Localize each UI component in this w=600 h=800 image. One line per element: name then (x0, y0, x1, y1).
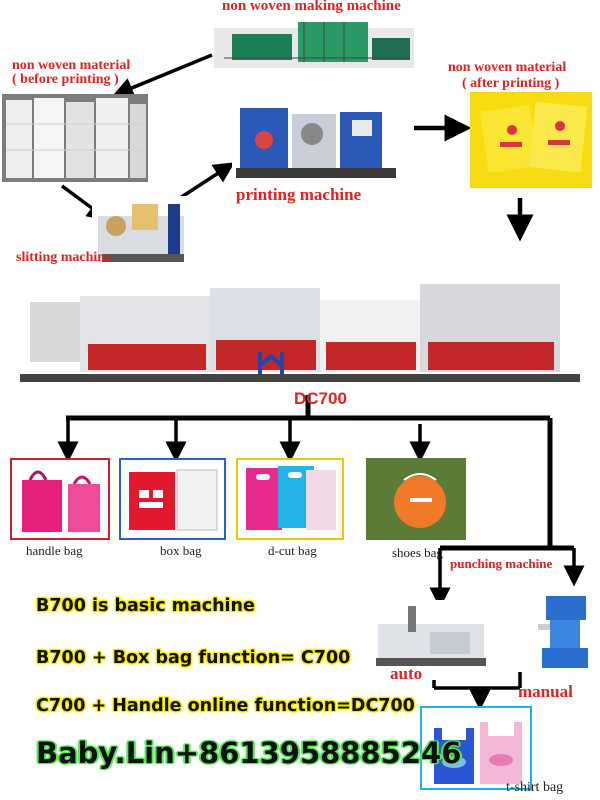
making-machine-image (214, 22, 414, 68)
statement-basic-machine: B700 is basic machine (36, 596, 255, 616)
dc700-machine-image (20, 282, 580, 390)
dc700-label: DC700 (294, 389, 347, 408)
material-after-image (470, 92, 592, 188)
material-before-label-line2: ( before printing ) (12, 72, 119, 87)
statement-dc700: C700 + Handle online function=DC700 (36, 696, 415, 716)
auto-label: auto (390, 664, 423, 683)
printing-machine-label: printing machine (236, 185, 362, 204)
printing-machine-image (232, 94, 408, 186)
making-machine-label: non woven making machine (222, 0, 401, 14)
arrow-making-to-before (112, 53, 213, 98)
arrow-slitting-to-printing (179, 162, 235, 200)
handle-bag-label: handle bag (26, 543, 83, 558)
material-after-label-line1: non woven material (448, 60, 567, 75)
handle-bag-image (10, 458, 110, 540)
statement-c700: B700 + Box bag function= C700 (36, 648, 351, 668)
material-rolls-before-image (2, 94, 148, 182)
slitting-machine-label: slitting machine (16, 250, 112, 265)
tshirt-bag-label: t-shirt bag (506, 780, 564, 795)
box-bag-image (119, 458, 226, 540)
punching-machine-label: punching machine (450, 556, 553, 571)
dcut-bag-label: d-cut bag (268, 543, 317, 558)
slitting-machine-image (92, 196, 202, 268)
auto-punching-machine-image (372, 600, 490, 670)
manual-punching-machine-image (536, 588, 600, 670)
shoes-bag-image (366, 458, 466, 540)
manual-label: manual (518, 682, 573, 701)
box-bag-label: box bag (160, 543, 202, 558)
shoes-bag-label: shoes bag (392, 545, 443, 560)
material-before-label-line1: non woven material (12, 58, 131, 73)
contact-info: Baby.Lin+8613958885246 (36, 736, 462, 770)
dcut-bag-image (236, 458, 344, 540)
material-after-label-line2: ( after printing ) (462, 76, 560, 91)
tshirt-bag-image (420, 706, 532, 790)
